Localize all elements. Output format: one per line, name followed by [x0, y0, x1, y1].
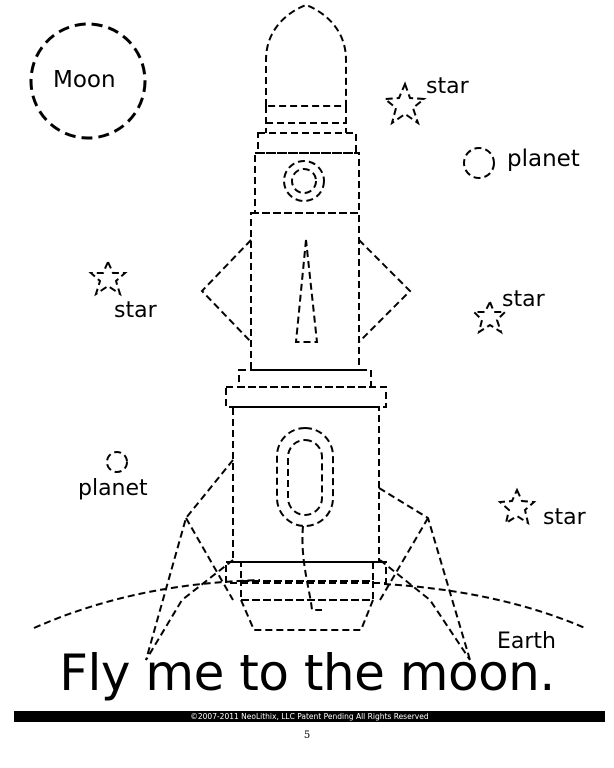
rocket-left-leg: [145, 459, 234, 661]
rocket-right-leg: [378, 487, 471, 661]
rocket-center-stripe: [294, 239, 319, 343]
moon-label: Moon: [53, 67, 116, 93]
rocket-right-fin: [358, 239, 412, 343]
earth-horizon: [33, 579, 261, 629]
star-label-right-mid: star: [502, 287, 545, 312]
rocket-low-band-2: [225, 561, 387, 584]
earth-horizon-right: [383, 583, 586, 629]
rocket-mid-band-1: [238, 369, 372, 388]
rocket-upper-body: [254, 152, 360, 214]
earth-label: Earth: [497, 629, 556, 654]
rocket-window-inner: [291, 168, 317, 194]
planet-left-shape: [106, 451, 128, 473]
rocket-nose: [265, 3, 347, 107]
star-label-left: star: [114, 298, 157, 323]
page-title: Fly me to the moon.: [59, 644, 555, 702]
page-number: 5: [303, 730, 311, 741]
rocket-door-inner: [287, 439, 323, 516]
planet-right-shape: [463, 147, 495, 179]
star-right-low-shape: [497, 487, 537, 526]
rocket-nose-band: [257, 132, 357, 154]
star-label-right-low: star: [543, 505, 586, 530]
rocket-left-fin: [200, 239, 252, 343]
star-right-mid-shape: [471, 299, 508, 335]
star-label-top: star: [426, 74, 469, 99]
planet-label-right: planet: [507, 146, 580, 172]
moon-outline: [29, 22, 147, 140]
rocket-low-band-3: [240, 580, 374, 601]
rocket-middle-body: [250, 212, 360, 371]
planet-label-left: planet: [78, 476, 148, 501]
rocket-nozzle: [239, 599, 375, 631]
rocket-low-band-1: [240, 561, 374, 582]
rocket-mid-band-2: [225, 386, 387, 408]
star-left-shape: [88, 259, 128, 297]
rocket-door-outer: [276, 427, 334, 527]
rocket-lower-body: [232, 406, 380, 563]
star-top-shape: [382, 81, 427, 126]
rocket-window-outer: [283, 160, 325, 202]
copyright-bar: ©2007-2011 NeoLithix, LLC Patent Pending…: [14, 711, 605, 722]
